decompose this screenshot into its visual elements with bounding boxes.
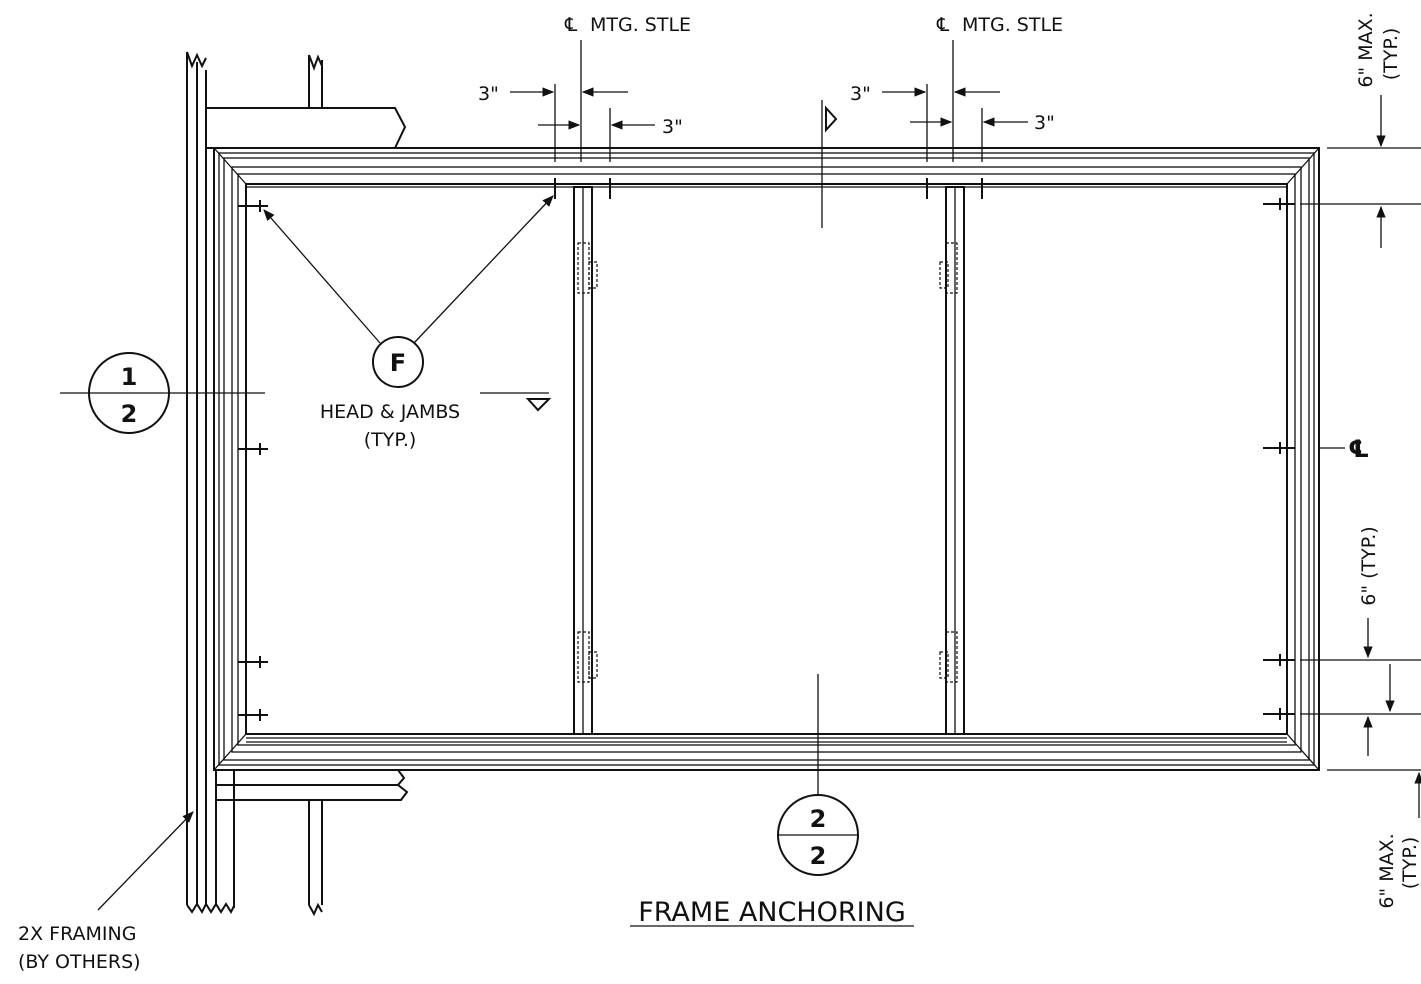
meeting-stile-left — [573, 186, 598, 735]
anchor-fasteners — [238, 178, 1295, 721]
section-callout-left — [60, 352, 265, 434]
head-jambs-label: HEAD & JAMBS — [320, 401, 460, 423]
head-jambs-typ-label: (TYP.) — [364, 429, 417, 451]
elevation-marker — [480, 392, 552, 412]
centerline-symbol-right-jamb: ℄ — [1348, 435, 1370, 463]
framing-label: 2X FRAMING — [18, 923, 136, 945]
framing-leader — [97, 811, 194, 911]
section-left-number: 1 — [121, 363, 138, 391]
top-dimensions — [510, 40, 1028, 228]
dim-6in-max-top: 6" MAX. — [1355, 12, 1377, 87]
section-bottom-number: 2 — [810, 805, 827, 833]
section-bottom-sheet: 2 — [810, 842, 827, 870]
dim-typ-bottom: (TYP.) — [1399, 837, 1421, 890]
fastener-callout — [263, 195, 554, 388]
dim-3in-label: 3" — [662, 116, 683, 138]
centerline-symbol-left: ℄ — [564, 14, 578, 36]
window-frame — [213, 147, 1320, 771]
dim-3in-label: 3" — [850, 83, 871, 105]
meeting-stile-label-left: MTG. STLE — [590, 14, 691, 36]
meeting-stile-right — [939, 186, 965, 735]
dim-3in-label: 3" — [478, 83, 499, 105]
dim-6in-max-bottom: 6" MAX. — [1376, 833, 1398, 908]
dim-3in-label: 3" — [1034, 112, 1055, 134]
framing-studs — [186, 51, 409, 917]
framing-by-label: (BY OTHERS) — [18, 951, 141, 973]
dim-6in-typ: 6" (TYP.) — [1358, 526, 1380, 605]
right-dimensions — [1300, 95, 1421, 818]
section-callout-bottom — [777, 674, 859, 876]
dim-typ-top: (TYP.) — [1380, 28, 1402, 81]
text-labels: ℄ MTG. STLE ℄ MTG. STLE 3" 3" 3" 3" F HE… — [18, 12, 1421, 973]
meeting-stile-label-right: MTG. STLE — [962, 14, 1063, 36]
section-left-sheet: 2 — [121, 400, 138, 428]
drawing-title: FRAME ANCHORING — [638, 897, 906, 928]
fastener-letter: F — [390, 349, 406, 377]
centerline-symbol-right: ℄ — [936, 14, 950, 36]
